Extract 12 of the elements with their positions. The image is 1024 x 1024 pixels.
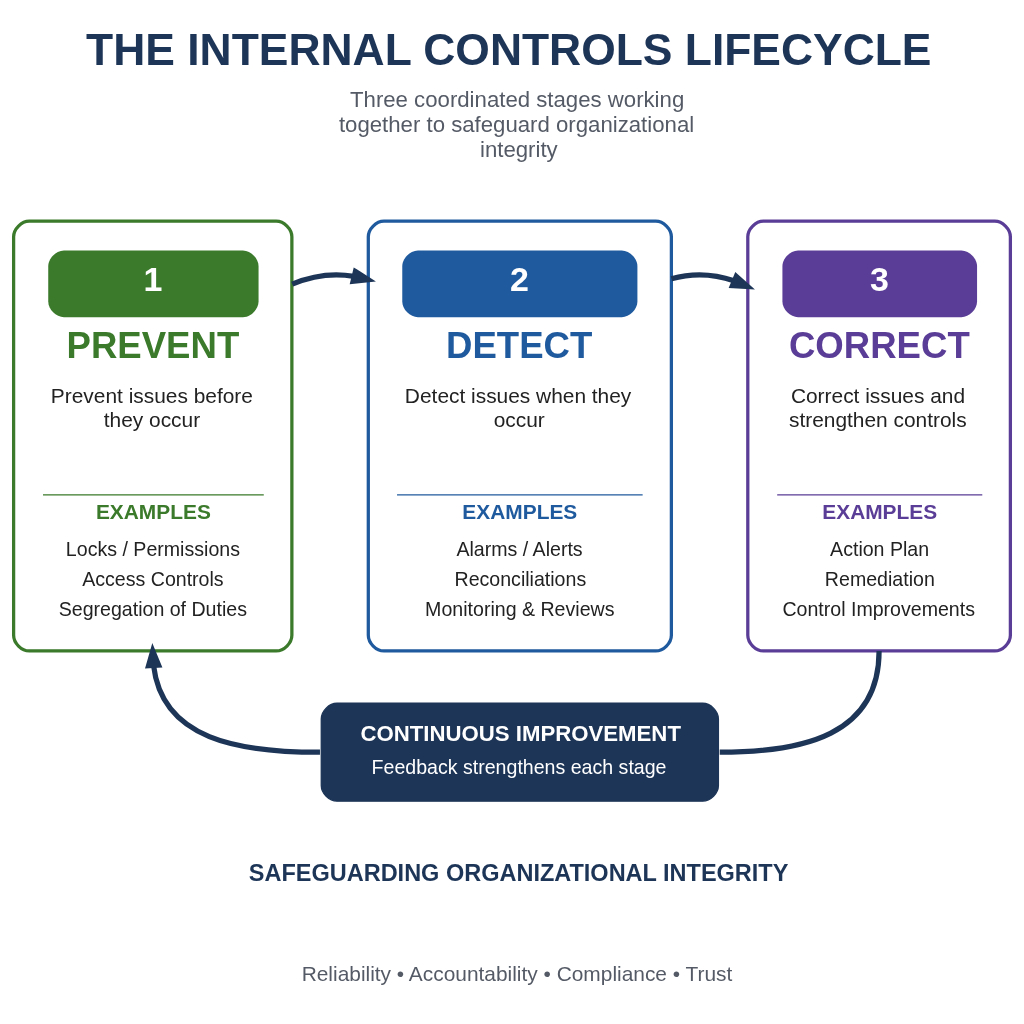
arrow <box>291 266 376 287</box>
node-box: 3 CORRECT Correct issues and strengthen controls EXAMPLES Action Plan Remediation Control Improvements <box>746 219 1012 653</box>
arrow <box>670 271 755 290</box>
label: SAFEGUARDING ORGANIZATIONAL INTEGRITY <box>248 859 789 886</box>
diagram-title: THE INTERNAL CONTROLS LIFECYCLE <box>86 24 932 74</box>
node-box: CONTINUOUS IMPROVEMENT Feedback strengthens each stage <box>320 702 720 802</box>
arrow <box>145 642 320 755</box>
node-box: 1 PREVENT Prevent issues before they occur EXAMPLES Locks / Permissions Access Controls Segregation of Duties <box>12 219 294 653</box>
connector <box>719 650 882 755</box>
label: Reliability • Accountability • Compliance • Trust <box>301 961 733 985</box>
node-box: 2 DETECT Detect issues when they occur EXAMPLES Alarms / Alerts Reconciliations Monitoring & Reviews <box>366 219 673 653</box>
label: Three coordinated stages working together to safeguard organizational integrity <box>338 86 695 162</box>
